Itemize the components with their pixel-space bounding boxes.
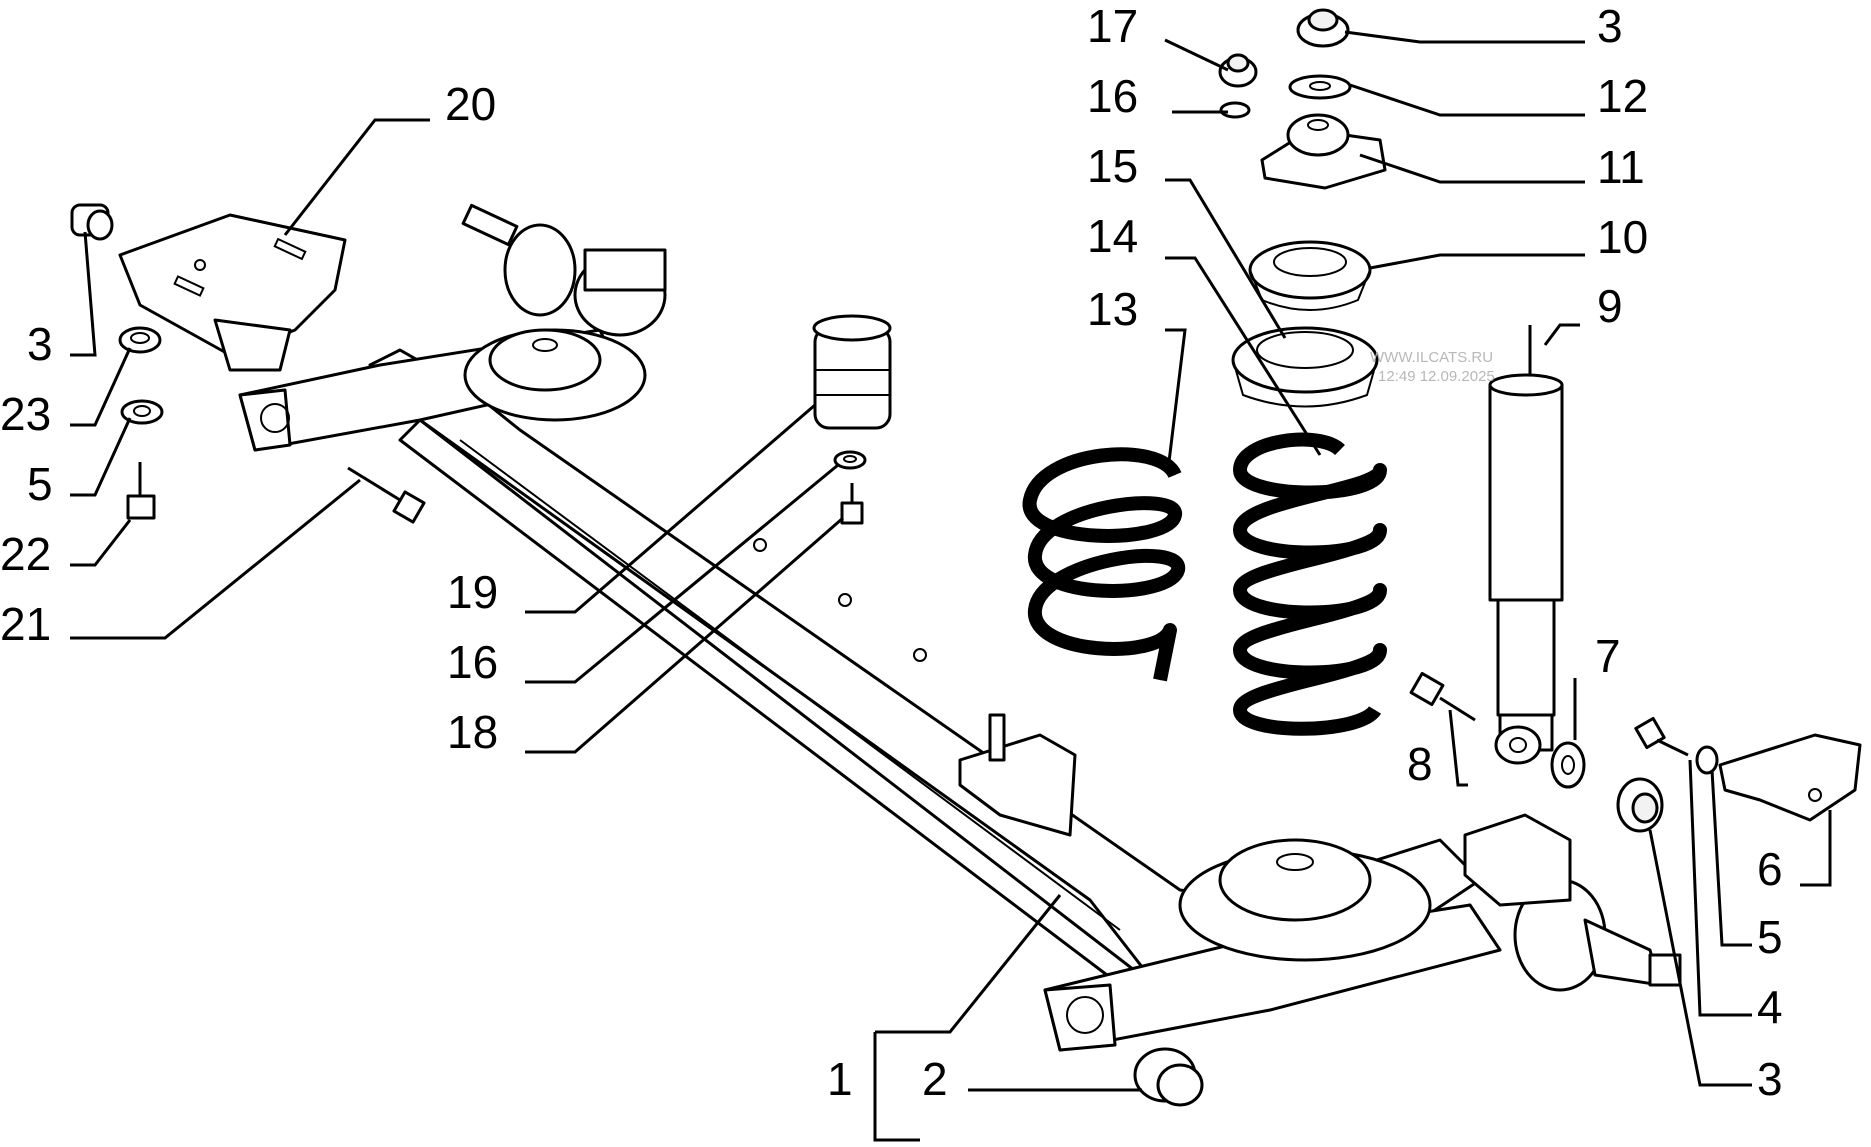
part-2-bushing[interactable] [1133,1047,1204,1107]
callout-10: 10 [1597,211,1648,263]
left-hub-stub-axle [461,203,667,337]
part-16-top-washer[interactable] [1219,101,1251,119]
part-11-upper-mount[interactable] [1260,113,1387,190]
part-14-coil-spring[interactable] [1233,432,1387,736]
callout-3-left: 3 [27,318,53,370]
part-5-left-washer[interactable] [120,399,164,425]
callout-4: 4 [1757,981,1783,1033]
callout-9: 9 [1597,280,1623,332]
callout-17: 17 [1087,0,1138,52]
callout-2: 2 [922,1053,948,1105]
part-3-top-nut[interactable] [1296,8,1350,48]
callout-3-top: 3 [1597,0,1623,52]
part-10-spring-seat[interactable] [1248,240,1372,311]
callout-20: 20 [445,78,496,130]
part-9-shock-absorber[interactable] [1488,325,1564,765]
part-8-bolt[interactable] [1409,671,1476,722]
part-4-bolt[interactable] [1634,716,1689,757]
callout-21: 21 [0,598,51,650]
part-21-bolt[interactable] [347,466,426,524]
callout-6: 6 [1757,843,1783,895]
part-3-right-nut[interactable] [1616,777,1664,833]
part-3-left-bushing[interactable] [70,203,114,241]
watermark-stamp: 12:49 12.09.2025 [1378,368,1495,385]
callout-7: 7 [1595,630,1621,682]
callout-1: 1 [827,1053,853,1105]
part-7-washer[interactable] [1550,741,1586,789]
callout-23: 23 [0,388,51,440]
part-23-washer[interactable] [118,326,162,354]
part-5-right-washer[interactable] [1695,745,1719,775]
part-22-bolt[interactable] [126,462,156,520]
right-spring-seat [1178,838,1432,962]
part-17-nut[interactable] [1218,53,1258,88]
callout-3-right: 3 [1757,1053,1783,1105]
part-13-coil-spring[interactable] [1022,447,1185,682]
callout-19: 19 [447,566,498,618]
leader-lines [70,30,1832,1142]
callout-12: 12 [1597,70,1648,122]
right-hub-stub-axle [1463,813,1682,992]
part-15-spring-insulator[interactable] [1231,326,1379,408]
callout-15: 15 [1087,140,1138,192]
part-6-bracket[interactable] [1718,733,1862,822]
callout-5-right: 5 [1757,911,1783,963]
callout-16-middle: 16 [447,636,498,688]
callout-14: 14 [1087,210,1138,262]
callout-8: 8 [1407,738,1433,790]
callout-5-left: 5 [27,458,53,510]
callout-13: 13 [1087,283,1138,335]
part-20-mounting-bracket[interactable] [118,213,347,372]
part-18-bolt[interactable] [840,483,864,525]
part-16-middle-washer[interactable] [833,450,867,470]
callout-11: 11 [1597,141,1645,193]
callout-22: 22 [0,528,51,580]
left-spring-seat [463,328,647,422]
part-12-washer[interactable] [1288,74,1352,100]
watermark-site: WWW.ILCATS.RU [1370,349,1493,366]
callout-18: 18 [447,706,498,758]
part-19-bump-stop[interactable] [812,314,892,430]
callout-16-top: 16 [1087,70,1138,122]
